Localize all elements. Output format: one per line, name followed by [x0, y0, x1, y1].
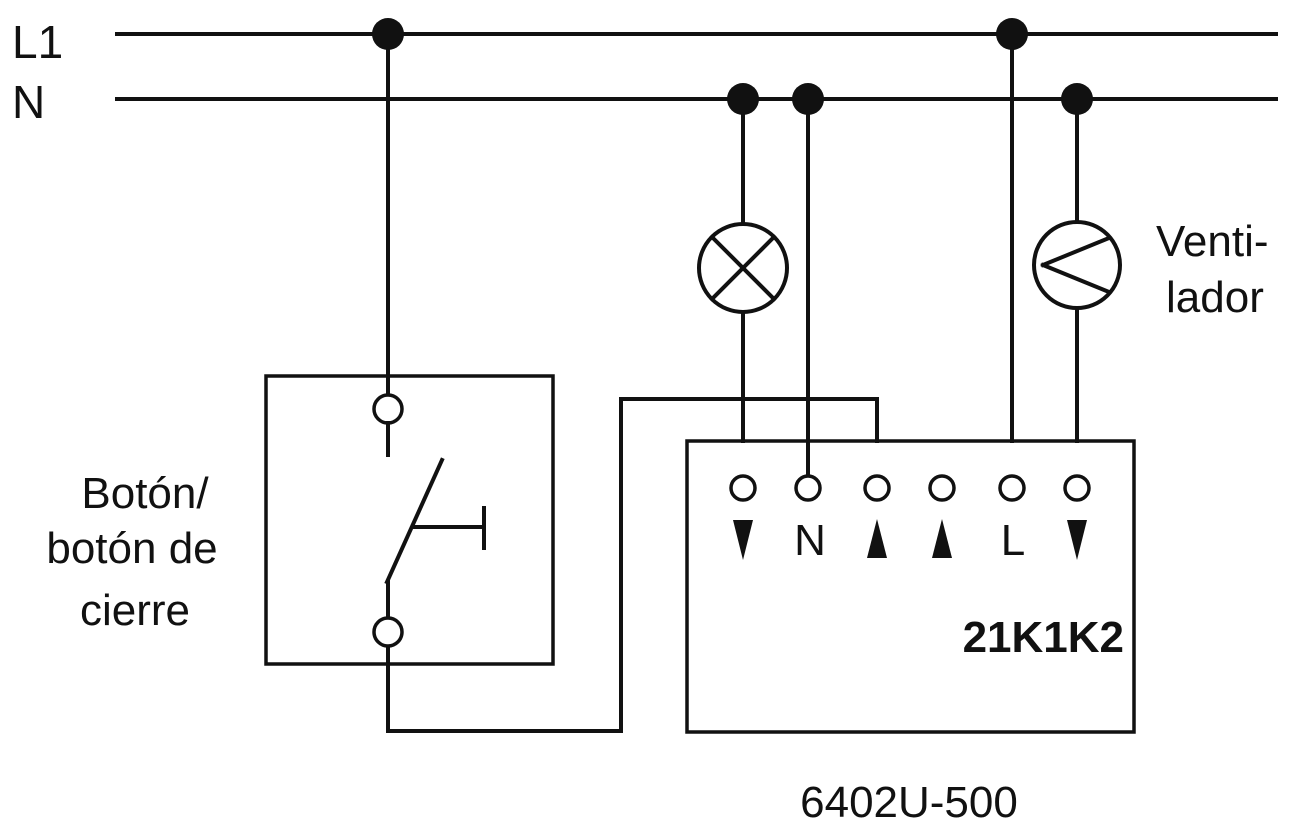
pushbutton-label-line-3: cierre [80, 586, 190, 635]
terminal-l [998, 474, 1026, 502]
terminal-label-n: N [794, 516, 826, 565]
fan-label-line-2: lador [1166, 273, 1264, 322]
pushbutton-switch-icon [372, 393, 486, 648]
module-model: 21K1K2 [963, 613, 1124, 662]
fan-label-line-1: Venti- [1156, 217, 1269, 266]
bus-label-l1: L1 [12, 16, 63, 68]
module-enclosure [685, 439, 1136, 734]
fan-motor-icon [1032, 220, 1122, 310]
wire-switch-to-module [386, 397, 879, 733]
terminal-6 [1063, 474, 1091, 502]
pushbutton-enclosure [264, 374, 555, 666]
terminal-4 [928, 474, 956, 502]
module-terminals [729, 474, 1091, 502]
bus-label-n: N [12, 76, 45, 128]
arrow-down-icon-1 [733, 520, 753, 560]
terminal-n [794, 474, 822, 502]
terminal-label-l: L [1001, 516, 1025, 565]
terminal-3 [863, 474, 891, 502]
pushbutton-label-line-1: Botón/ [81, 469, 209, 518]
terminal-1 [729, 474, 757, 502]
arrow-up-icon-2 [932, 519, 952, 558]
module-part-number: 6402U-500 [800, 778, 1018, 826]
arrow-up-icon-1 [867, 519, 887, 558]
arrow-down-icon-2 [1067, 520, 1087, 560]
lamp-cross-icon [697, 222, 789, 314]
pushbutton-label-line-2: botón de [46, 524, 217, 573]
